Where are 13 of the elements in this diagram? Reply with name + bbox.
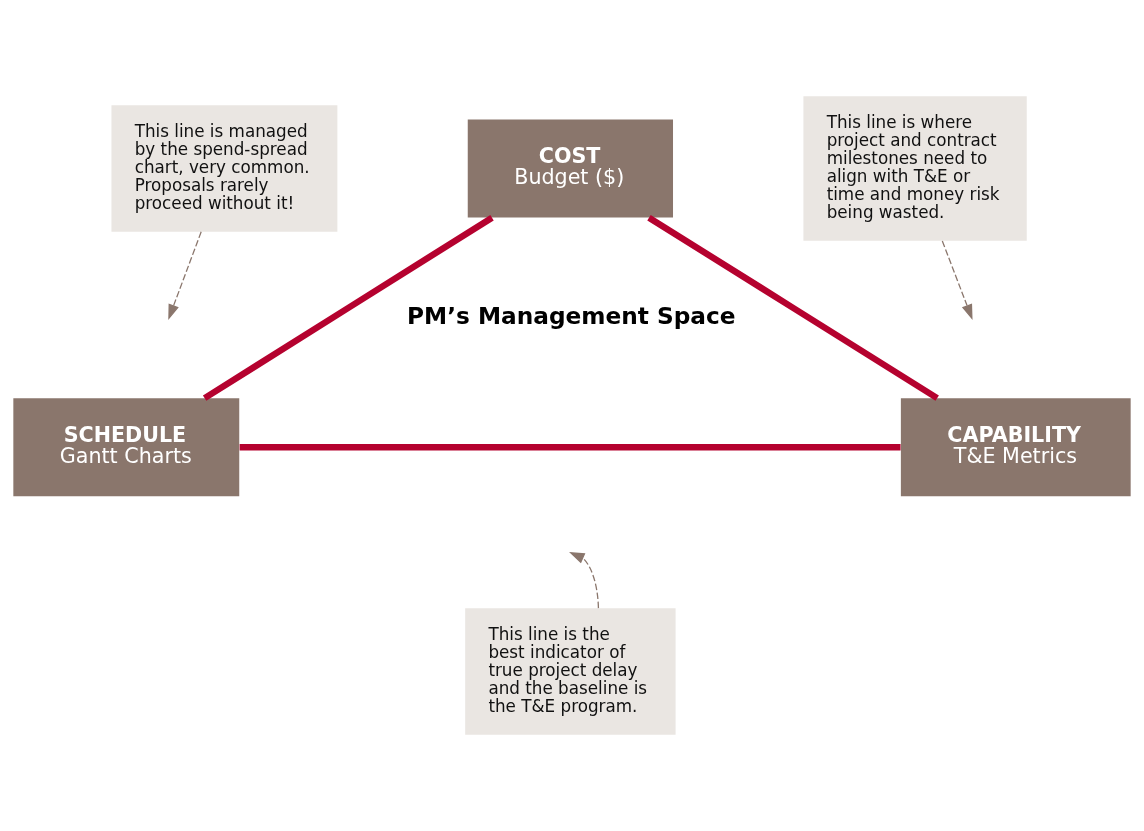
connector (647, 214, 939, 401)
label: PM’s Management Space (407, 301, 736, 329)
node-box: This line is the best indicator of true project delay and the baseline is the T&E program. (465, 608, 676, 735)
arrow (569, 552, 600, 609)
arrow (941, 240, 973, 320)
node-box: This line is managed by the spend-spread chart, very common. Proposals rarely proceed without it! (111, 105, 338, 232)
connector (239, 444, 901, 451)
node-box: CAPABILITY T&E Metrics (900, 398, 1131, 497)
node-box: This line is where project and contract milestones need to align with T&E or time and money risk being wasted. (803, 96, 1027, 241)
connector (202, 214, 494, 401)
node-box: COST Budget ($) (467, 119, 673, 218)
node-box: SCHEDULE Gantt Charts (13, 398, 240, 497)
arrow (168, 231, 202, 320)
